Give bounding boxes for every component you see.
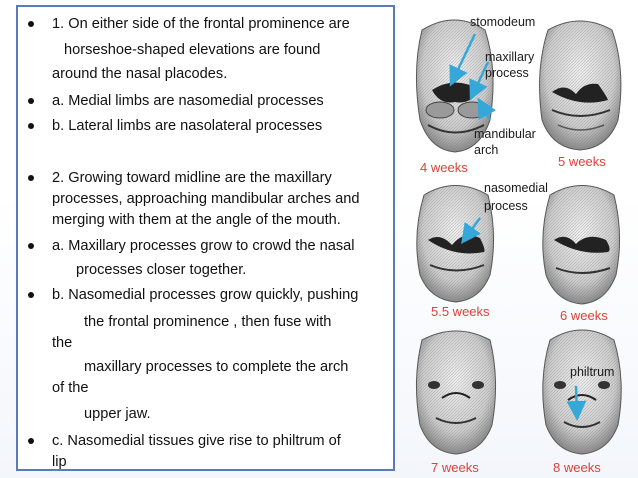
bullet-6-line-5: of the: [52, 380, 89, 396]
maxillary-process-label-line-2: process: [485, 66, 529, 80]
bullet-3-line-1: b. Lateral limbs are nasolateral process…: [52, 118, 323, 134]
bullet-1-line-2: horseshoe-shaped elevations are found: [64, 42, 321, 58]
embryo-5-5-weeks: [416, 185, 495, 303]
bullet-4-line-3: merging with them at the angle of the mo…: [52, 212, 341, 228]
embryo-face-figure: stomodeum maxillary process mandibular a…: [400, 0, 638, 478]
week-label-8: 8 weeks: [553, 460, 601, 475]
week-label-7: 7 weeks: [431, 460, 479, 475]
mandibular-arrow: [477, 97, 497, 121]
bullet-2-line-1: a. Medial limbs are nasomedial processes: [52, 93, 324, 109]
philtrum-arrow: [566, 385, 587, 421]
bullet-dot: [28, 438, 34, 444]
maxillary-process-label-line-1: maxillary: [485, 50, 535, 64]
maxillary-arrow: [469, 61, 490, 101]
embryo-6-weeks: [542, 185, 621, 305]
week-label-5: 5 weeks: [558, 154, 606, 169]
week-label-5-5: 5.5 weeks: [431, 304, 490, 319]
bullet-dot: [28, 21, 34, 27]
philtrum-label: philtrum: [570, 365, 615, 379]
bullet-dot: [28, 175, 34, 181]
stomodeum-arrow: [449, 33, 477, 87]
bullet-dot: [28, 123, 34, 129]
nasomedial-process-label-line-2: process: [484, 199, 528, 213]
bullet-4-line-1: 2. Growing toward midline are the maxill…: [52, 170, 332, 186]
bullet-7-line-1: c. Nasomedial tissues give rise to philt…: [52, 433, 341, 449]
bullet-5-line-1: a. Maxillary processes grow to crowd the…: [52, 238, 355, 254]
bullet-4-line-2: processes, approaching mandibular arches…: [52, 191, 360, 207]
bullet-6-line-6: upper jaw.: [84, 406, 151, 422]
embryo-8-weeks: [542, 329, 622, 455]
nasomedial-arrow: [461, 217, 482, 245]
bullet-6-line-1: b. Nasomedial processes grow quickly, pu…: [52, 287, 359, 303]
bullet-dot: [28, 292, 34, 298]
bullet-6-line-2: the frontal prominence , then fuse with: [84, 314, 332, 330]
bullet-dot: [28, 243, 34, 249]
week-label-4: 4 weeks: [420, 160, 468, 175]
text-panel: 1. On either side of the frontal promine…: [16, 5, 395, 471]
bullet-6-line-3: the: [52, 335, 73, 351]
mandibular-arch-label-line-1: mandibular: [474, 127, 536, 141]
bullet-5-line-2: processes closer together.: [76, 262, 247, 278]
bullet-1-line-1: 1. On either side of the frontal promine…: [52, 16, 350, 32]
bullet-6-line-4: maxillary processes to complete the arch: [84, 359, 349, 375]
bullet-7-line-2: lip: [52, 454, 67, 470]
nasomedial-process-label-line-1: nasomedial: [484, 181, 548, 195]
bullet-dot: [28, 98, 34, 104]
mandibular-arch-label-line-2: arch: [474, 143, 499, 157]
embryo-illustrations: [415, 19, 622, 455]
embryo-5-weeks: [539, 20, 622, 151]
week-label-6: 6 weeks: [560, 308, 608, 323]
bullet-1-line-3: around the nasal placodes.: [52, 66, 228, 82]
embryo-7-weeks: [415, 330, 497, 455]
stomodeum-label: stomodeum: [470, 15, 536, 29]
